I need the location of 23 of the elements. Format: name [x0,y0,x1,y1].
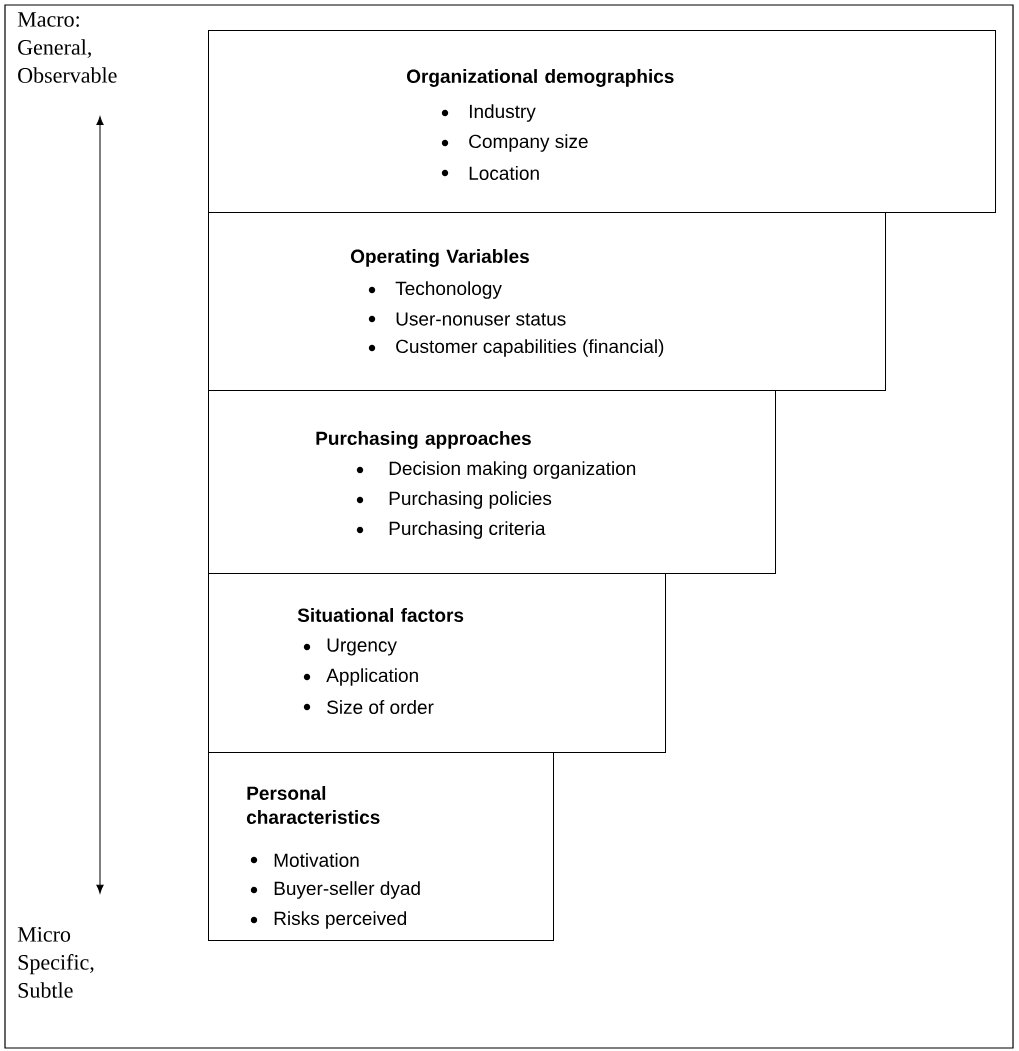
bullet-item: Application [303,668,418,686]
bullet-item: Techonology [368,281,502,299]
bullet-item: Risks perceived [250,911,407,929]
bullet-item: Location [441,166,539,180]
bullet-item: Decision making organization [356,461,636,479]
bullet-item: Customer capabilities (financial) [368,339,664,357]
bullet-item: User-nonuser status [368,312,566,326]
bullet-item: Urgency [303,638,397,656]
double-arrow [96,116,104,894]
scale-label: Micro Specific, Subtle [17,927,94,998]
bullet-item: Purchasing criteria [356,521,546,539]
bullet-item: Size of order [303,700,434,714]
heading: Operating Variables [351,249,529,267]
heading: Personal characteristics [246,786,380,824]
bullet-item: Buyer-seller dyad [250,881,420,899]
heading: Organizational demographics [407,69,674,87]
bullet-item: Industry [441,104,536,122]
bullet-item: Purchasing policies [356,491,552,509]
scale-label: Macro: General, Observable [17,12,117,83]
bullet-item: Company size [441,134,588,152]
bullet-item: Motivation [250,853,359,867]
heading: Situational factors [297,608,464,622]
heading: Purchasing approaches [316,431,531,449]
